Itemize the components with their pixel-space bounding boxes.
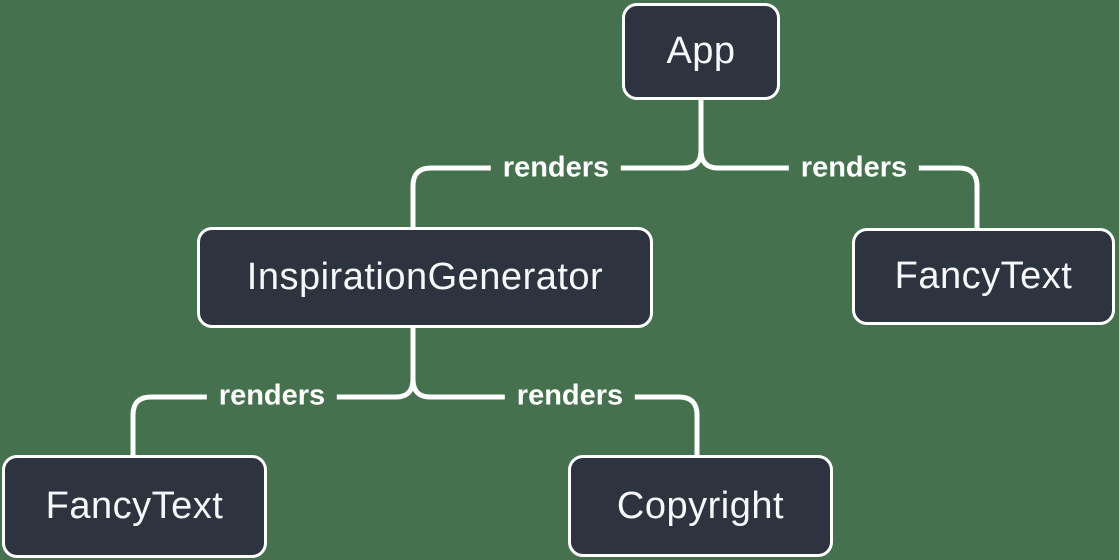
node-inspiration-generator: InspirationGenerator [197,227,653,328]
node-copyright-label: Copyright [616,484,785,527]
edge-label-renders-inspiration-generator-fancy-text: renders [206,377,338,415]
node-fancy-text-left: FancyText [2,455,267,558]
edge-label-renders-app-fancy-text: renders [788,149,920,187]
node-inspiration-generator-label: InspirationGenerator [246,256,604,298]
node-app: App [622,3,780,100]
edge-label-renders-app-inspiration-generator: renders [490,149,622,187]
node-app-label: App [666,30,736,72]
node-fancy-text-right: FancyText [852,228,1115,325]
node-fancy-text-left-label: FancyText [45,485,224,527]
node-fancy-text-right-label: FancyText [894,255,1073,297]
node-copyright: Copyright [568,455,833,557]
edge-label-renders-inspiration-generator-copyright: renders [504,377,636,415]
